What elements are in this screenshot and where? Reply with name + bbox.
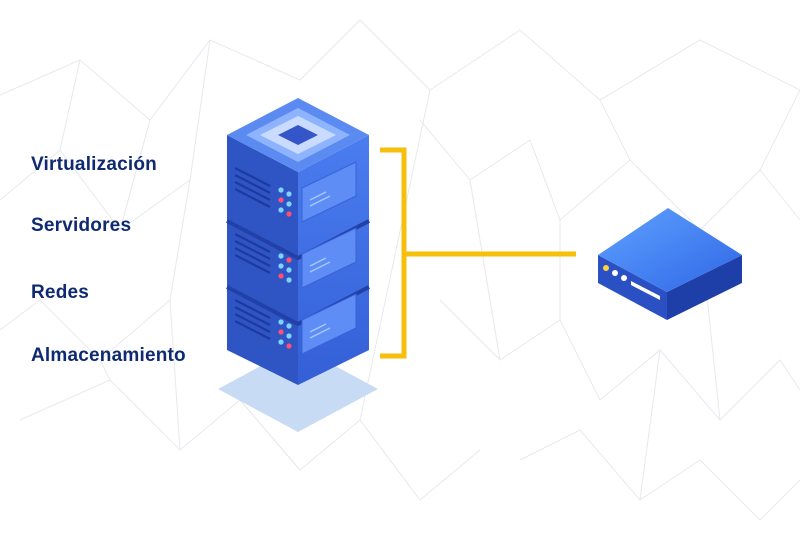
connector-bracket — [380, 147, 576, 359]
label-redes: Redes — [31, 282, 90, 303]
rack-floor-shadow — [218, 346, 378, 432]
label-virtualizacion: Virtualización — [31, 154, 157, 175]
server-rack-icon — [226, 98, 370, 385]
network-device-icon — [598, 208, 742, 320]
label-almacenamiento: Almacenamiento — [31, 345, 186, 366]
label-servidores: Servidores — [31, 215, 132, 236]
